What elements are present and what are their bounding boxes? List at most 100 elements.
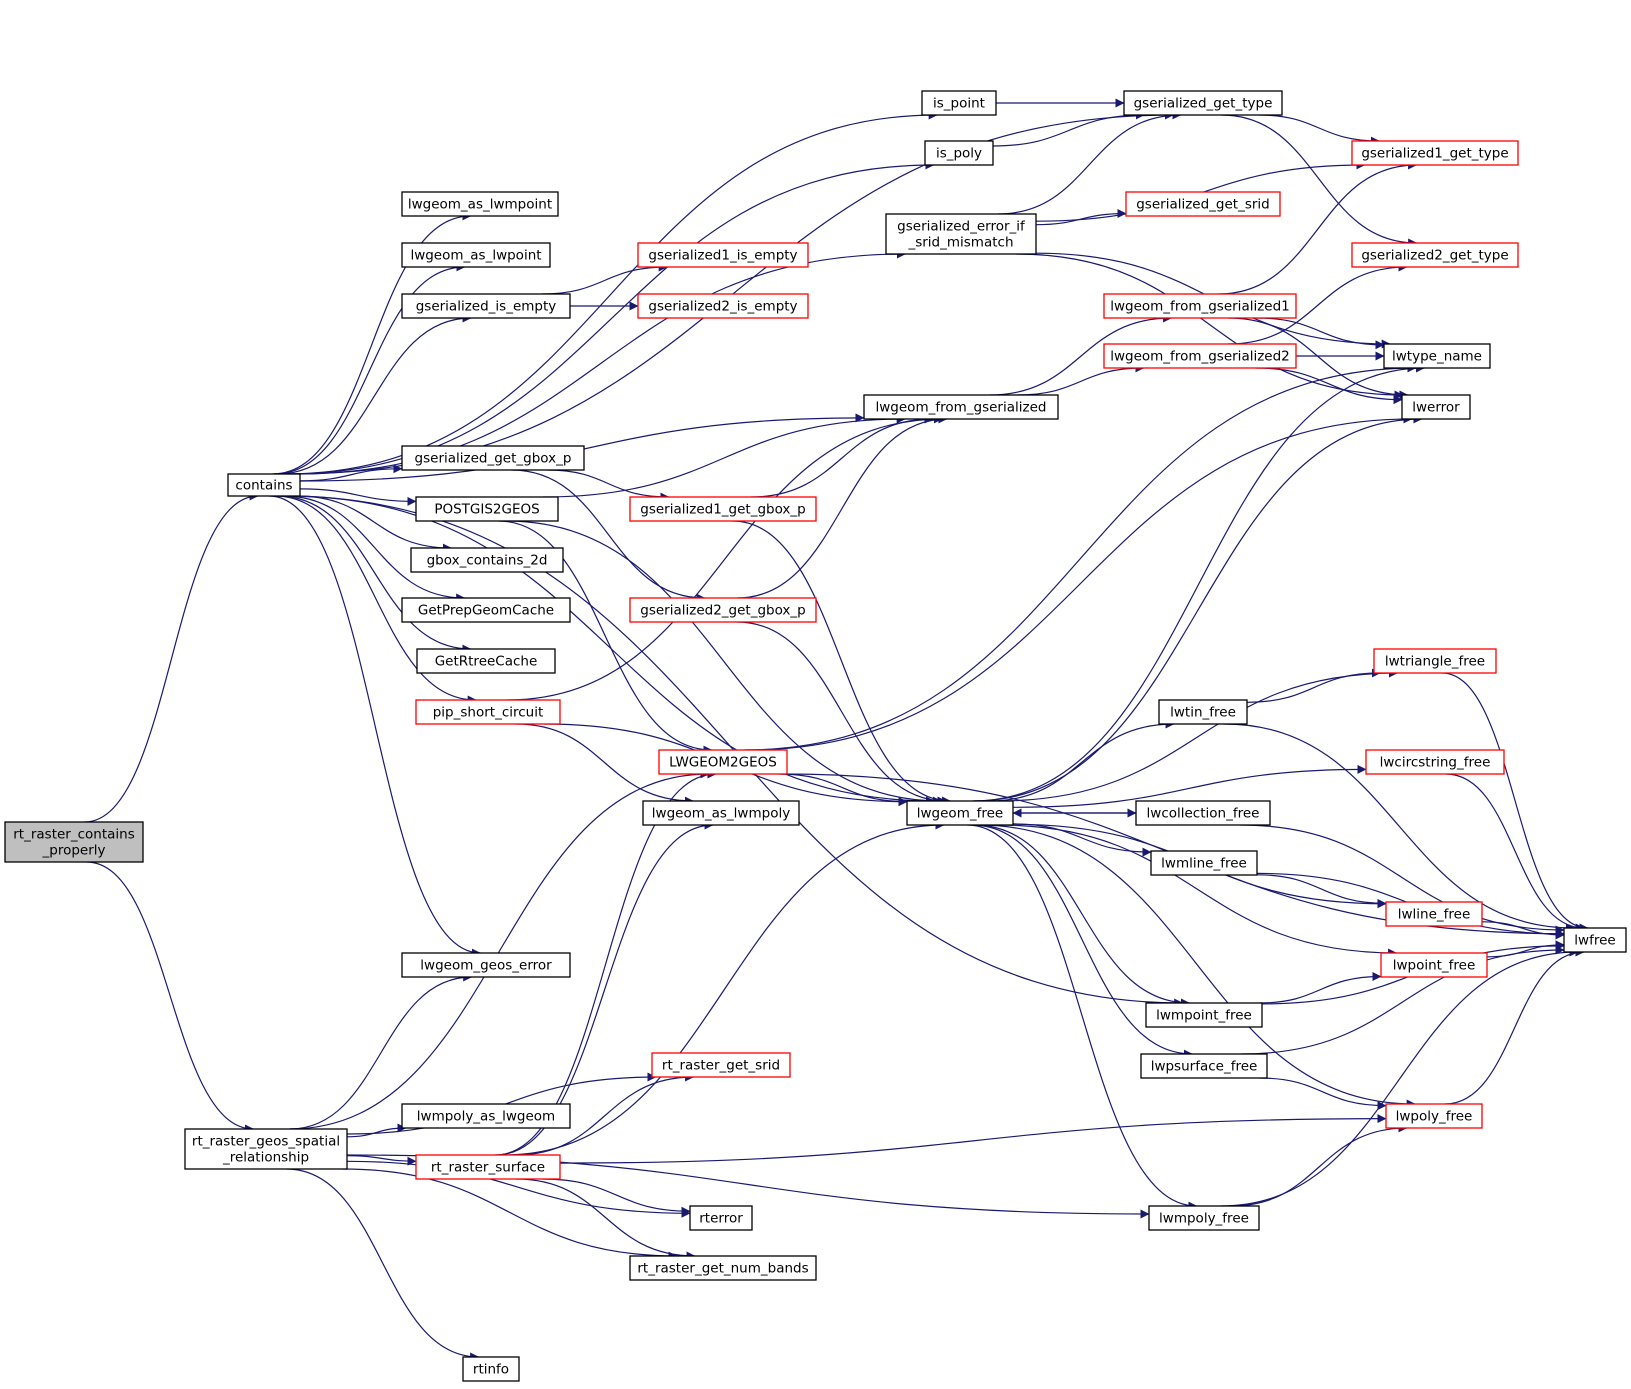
node-lwpoint_free[interactable]: lwpoint_free bbox=[1380, 952, 1488, 978]
edge-rt_raster_surface-to-lwgeom_as_lwmpoly bbox=[495, 820, 714, 1156]
node-gserialized_get_type[interactable]: gserialized_get_type bbox=[1123, 90, 1283, 116]
edge-LWGEOM2GEOS-to-lwerror bbox=[747, 414, 1413, 751]
node-box-gserialized_get_type bbox=[1123, 90, 1283, 116]
edge-lwgeom_from_gserialized2-to-lwerror bbox=[1255, 367, 1403, 405]
function-nodes: rt_raster_contains_properly contains rt_ra… bbox=[4, 90, 1627, 1382]
node-box-is_poly bbox=[924, 140, 994, 166]
edge-rt_raster_surface-to-rt_raster_get_num_bands bbox=[515, 1178, 696, 1261]
node-box-lwpsurface_free bbox=[1140, 1053, 1268, 1079]
edge-lwcollection_free-to-lwfree bbox=[1239, 824, 1565, 935]
edge-gserialized1_get_gbox_p-to-lwgeom_free bbox=[732, 520, 952, 806]
node-gbox_contains_2d[interactable]: gbox_contains_2d bbox=[410, 547, 564, 573]
node-gserialized_get_srid[interactable]: gserialized_get_srid bbox=[1125, 191, 1281, 217]
node-gserialized_is_empty[interactable]: gserialized_is_empty bbox=[401, 293, 571, 319]
node-rt_raster_surface[interactable]: rt_raster_surface bbox=[415, 1154, 561, 1180]
node-lwgeom_from_gserialized1[interactable]: lwgeom_from_gserialized1 bbox=[1103, 293, 1297, 319]
node-lwgeom_free[interactable]: lwgeom_free bbox=[906, 800, 1014, 826]
node-lwpoly_free[interactable]: lwpoly_free bbox=[1385, 1103, 1483, 1129]
node-box-lwgeom_as_lwpoint bbox=[401, 242, 551, 268]
node-lwline_free[interactable]: lwline_free bbox=[1385, 901, 1483, 927]
node-rtinfo[interactable]: rtinfo bbox=[462, 1356, 520, 1382]
node-lwtriangle_free[interactable]: lwtriangle_free bbox=[1373, 648, 1497, 674]
edge-lwmpoint_free-to-lwpoint_free bbox=[1259, 972, 1382, 1004]
edge-lwgeom_free-to-lwtype_name bbox=[972, 363, 1425, 802]
edge-contains-to-is_poly bbox=[286, 160, 935, 475]
node-gserialized1_get_type[interactable]: gserialized1_get_type bbox=[1351, 140, 1519, 166]
node-lwgeom_as_lwmpoint[interactable]: lwgeom_as_lwmpoint bbox=[401, 191, 559, 217]
edge-gserialized1_get_gbox_p-to-lwgeom_from_gserialized bbox=[750, 414, 934, 498]
edge-lwtriangle_free-to-lwfree bbox=[1441, 672, 1589, 933]
node-pip_short_circuit[interactable]: pip_short_circuit bbox=[415, 699, 561, 725]
node-label-lwpoly_free: lwpoly_free bbox=[1396, 1109, 1473, 1125]
node-LWGEOM2GEOS[interactable]: LWGEOM2GEOS bbox=[658, 749, 788, 775]
node-lwcollection_free[interactable]: lwcollection_free bbox=[1135, 800, 1271, 826]
node-lwerror[interactable]: lwerror bbox=[1401, 394, 1471, 420]
node-box-lwmpoint_free bbox=[1145, 1002, 1263, 1028]
node-lwgeom_from_gserialized2[interactable]: lwgeom_from_gserialized2 bbox=[1103, 343, 1297, 369]
node-rt_raster_geos_spatial_relationship[interactable]: rt_raster_geos_spatial_relationship bbox=[184, 1128, 348, 1170]
node-lwmpoly_as_lwgeom[interactable]: lwmpoly_as_lwgeom bbox=[401, 1103, 571, 1129]
node-is_point[interactable]: is_point bbox=[921, 90, 997, 116]
node-rt_raster_get_num_bands[interactable]: rt_raster_get_num_bands bbox=[629, 1255, 817, 1281]
node-label-lwgeom_from_gserialized1: lwgeom_from_gserialized1 bbox=[1110, 299, 1290, 315]
node-gserialized2_is_empty[interactable]: gserialized2_is_empty bbox=[637, 293, 809, 319]
node-label-LWGEOM2GEOS: LWGEOM2GEOS bbox=[669, 755, 777, 771]
edge-rt_raster_contains_properly-to-rt_raster_geos_spatial_relationship bbox=[86, 861, 254, 1134]
node-lwtin_free[interactable]: lwtin_free bbox=[1158, 699, 1248, 725]
node-box-lwline_free bbox=[1385, 901, 1483, 927]
edge-lwtin_free-to-lwfree bbox=[1223, 723, 1575, 933]
edge-lwpoly_free-to-lwfree bbox=[1444, 947, 1585, 1105]
node-gserialized2_get_type[interactable]: gserialized2_get_type bbox=[1351, 242, 1519, 268]
node-box-lwmpoly_as_lwgeom bbox=[401, 1103, 571, 1129]
node-box-lwgeom_from_gserialized2 bbox=[1103, 343, 1297, 369]
node-box-lwgeom_geos_error bbox=[401, 952, 571, 978]
edge-contains-to-gserialized_get_gbox_p bbox=[299, 464, 403, 482]
node-GetRtreeCache[interactable]: GetRtreeCache bbox=[416, 648, 556, 674]
edge-LWGEOM2GEOS-to-lwtype_name bbox=[744, 363, 1417, 751]
edge-contains-to-pip_short_circuit bbox=[274, 495, 477, 705]
node-box-lwpoly_free bbox=[1385, 1103, 1483, 1129]
node-contains[interactable]: contains bbox=[227, 473, 301, 497]
node-label-gserialized1_is_empty: gserialized1_is_empty bbox=[648, 248, 797, 264]
node-label-lwcollection_free: lwcollection_free bbox=[1147, 806, 1260, 822]
node-box-gserialized_error_if_srid_mismatch bbox=[885, 213, 1037, 255]
node-gserialized1_is_empty[interactable]: gserialized1_is_empty bbox=[637, 242, 809, 268]
edge-rt_raster_surface-to-lwpoly_free bbox=[559, 1114, 1387, 1164]
node-lwmline_free[interactable]: lwmline_free bbox=[1150, 850, 1258, 876]
node-gserialized_error_if_srid_mismatch[interactable]: gserialized_error_if_srid_mismatch bbox=[885, 213, 1037, 255]
node-lwgeom_geos_error[interactable]: lwgeom_geos_error bbox=[401, 952, 571, 978]
edge-contains-to-GetRtreeCache bbox=[277, 495, 472, 654]
node-label-rt_raster_geos_spatial_relationship-0: rt_raster_geos_spatial bbox=[192, 1134, 340, 1150]
node-gserialized2_get_gbox_p[interactable]: gserialized2_get_gbox_p bbox=[629, 597, 817, 623]
node-lwcircstring_free[interactable]: lwcircstring_free bbox=[1365, 749, 1505, 775]
node-GetPrepGeomCache[interactable]: GetPrepGeomCache bbox=[401, 597, 571, 623]
node-lwgeom_as_lwpoint[interactable]: lwgeom_as_lwpoint bbox=[401, 242, 551, 268]
node-lwtype_name[interactable]: lwtype_name bbox=[1383, 343, 1491, 369]
node-lwfree[interactable]: lwfree bbox=[1563, 927, 1627, 953]
node-rt_raster_contains_properly[interactable]: rt_raster_contains_properly bbox=[4, 821, 144, 863]
node-lwpsurface_free[interactable]: lwpsurface_free bbox=[1140, 1053, 1268, 1079]
node-box-rt_raster_surface bbox=[415, 1154, 561, 1180]
node-label-gserialized_get_type: gserialized_get_type bbox=[1134, 96, 1273, 112]
node-label-lwgeom_as_lwmpoly: lwgeom_as_lwmpoly bbox=[652, 806, 790, 822]
node-label-lwtin_free: lwtin_free bbox=[1170, 705, 1236, 721]
node-lwmpoint_free[interactable]: lwmpoint_free bbox=[1145, 1002, 1263, 1028]
node-box-lwmline_free bbox=[1150, 850, 1258, 876]
node-box-gserialized1_get_gbox_p bbox=[629, 496, 817, 522]
edge-rt_raster_surface-to-lwgeom_free bbox=[503, 820, 945, 1156]
node-POSTGIS2GEOS[interactable]: POSTGIS2GEOS bbox=[415, 496, 559, 522]
node-lwgeom_from_gserialized[interactable]: lwgeom_from_gserialized bbox=[863, 394, 1059, 420]
node-is_poly[interactable]: is_poly bbox=[924, 140, 994, 166]
node-lwmpoly_free[interactable]: lwmpoly_free bbox=[1148, 1205, 1260, 1231]
node-box-rt_raster_get_srid bbox=[651, 1052, 791, 1078]
node-gserialized1_get_gbox_p[interactable]: gserialized1_get_gbox_p bbox=[629, 496, 817, 522]
node-rterror[interactable]: rterror bbox=[689, 1205, 753, 1231]
edge-lwmpoly_free-to-lwpoly_free bbox=[1231, 1123, 1408, 1207]
node-lwgeom_as_lwmpoly[interactable]: lwgeom_as_lwmpoly bbox=[642, 800, 800, 826]
edge-POSTGIS2GEOS-to-lwgeom_free bbox=[505, 520, 942, 806]
edge-rt_raster_surface-to-rterror bbox=[542, 1178, 691, 1216]
edge-contains-to-lwgeom_as_lwmpoint bbox=[272, 211, 472, 475]
node-gserialized_get_gbox_p[interactable]: gserialized_get_gbox_p bbox=[401, 445, 585, 471]
node-rt_raster_get_srid[interactable]: rt_raster_get_srid bbox=[651, 1052, 791, 1078]
node-label-GetRtreeCache: GetRtreeCache bbox=[435, 654, 538, 670]
